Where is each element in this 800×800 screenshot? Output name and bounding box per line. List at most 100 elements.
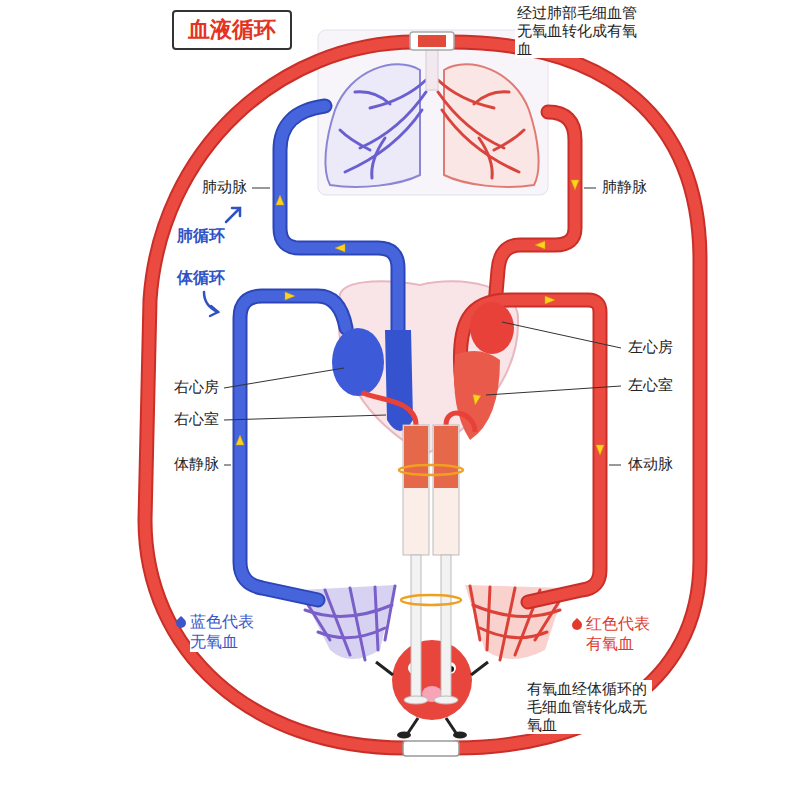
pulmonary-vein-tube (495, 112, 575, 305)
flow-arrow (276, 195, 284, 205)
rubber-band (401, 595, 461, 605)
lung-vessel (340, 130, 370, 150)
rubber-band (399, 465, 463, 475)
syringe-plunger (411, 555, 421, 697)
note-text: 经过肺部毛细血管无氧血转化成有氧血 (515, 4, 642, 58)
lung-vessel (479, 138, 492, 178)
right-lung-vessels (438, 80, 524, 178)
legend-item: 红色代表有氧血 (572, 614, 653, 654)
capillary (350, 588, 365, 660)
part-label: 肺动脉 (200, 178, 249, 196)
lung-vessel (372, 138, 385, 178)
lung-vessel (355, 92, 390, 104)
left-lung-vessels (340, 80, 426, 178)
tube-outline (145, 42, 415, 748)
pointer-arrow-head (232, 208, 240, 216)
cartoon-foot (397, 732, 411, 739)
leader-line (224, 368, 344, 388)
legend-text: 红色代表有氧血 (586, 614, 653, 654)
left-atrium (470, 302, 514, 354)
part-label: 体动脉 (626, 455, 675, 473)
part-label: 右心房 (172, 378, 221, 396)
flow-arrow (535, 241, 545, 249)
tube-outline (495, 112, 575, 305)
leader-line (224, 465, 231, 466)
cartoon-foot (453, 732, 467, 739)
part-label: 右心室 (172, 410, 221, 428)
capillary (385, 586, 395, 640)
flow-arrow (236, 435, 244, 445)
leader-line (224, 415, 386, 420)
syringe-fluid (434, 426, 458, 488)
capillary (470, 586, 480, 640)
legend-swatch (174, 616, 188, 630)
pointer-arrows (204, 208, 240, 316)
flow-arrows (236, 180, 604, 455)
cartoon-leg (446, 718, 456, 733)
capillary (480, 628, 547, 638)
circulation-label: 体循环 (175, 268, 227, 287)
plunger-end (404, 696, 428, 704)
right-ventricle (385, 330, 413, 431)
inner-tubes (240, 106, 600, 602)
part-label: 左心室 (626, 376, 675, 394)
syringe-plunger (441, 555, 451, 697)
tube-outline (450, 42, 700, 748)
capillary (487, 587, 490, 650)
syringe-fluid (404, 426, 428, 488)
capillary (375, 587, 378, 650)
note-text: 有氧血经体循环的毛细血管转化成无氧血 (525, 680, 652, 734)
capillary (500, 588, 515, 660)
tube (450, 42, 700, 748)
outer-tubes (145, 42, 700, 748)
flow-arrow (471, 394, 481, 405)
tube-clamp (410, 32, 454, 50)
left-ventricle (454, 351, 500, 440)
cartoon-body (392, 640, 472, 720)
legend-swatch (570, 618, 584, 632)
left-lung (325, 64, 420, 187)
capillary (318, 628, 385, 638)
flow-arrow (545, 296, 555, 304)
tube-outline (460, 300, 600, 602)
vena-cava-tube (240, 296, 346, 600)
leader-line (486, 386, 621, 395)
leader-line (584, 188, 596, 189)
leader-lines (224, 188, 621, 465)
legend-item: 蓝色代表无氧血 (176, 612, 257, 652)
capillary (325, 590, 350, 655)
cartoon-arm (471, 662, 488, 675)
tube-clamp (403, 741, 459, 756)
pointer-arrow-head (210, 306, 218, 316)
syringe-tube (362, 392, 416, 425)
tube-clamp-core (418, 35, 446, 47)
flow-arrow (285, 292, 295, 300)
capillary (473, 605, 560, 616)
aorta-tube (460, 300, 600, 602)
tube-outline (240, 296, 346, 600)
leader-line (252, 188, 270, 189)
part-label: 左心房 (626, 338, 675, 356)
part-label: 体静脉 (172, 455, 221, 473)
plunger-end (434, 696, 458, 704)
flow-arrow (571, 180, 579, 190)
lung-vessel (494, 130, 524, 150)
right-atrium (332, 328, 384, 396)
right-lung (444, 64, 539, 187)
flow-arrow (596, 445, 604, 455)
lung-vessel (474, 92, 509, 104)
syringe-barrel (403, 425, 429, 555)
leader-line (609, 465, 621, 466)
syringe-barrel (433, 425, 459, 555)
leader-line (502, 322, 621, 348)
part-label: 肺静脉 (600, 178, 649, 196)
pointer-arrow (226, 208, 240, 222)
cartoon-arm (376, 662, 393, 675)
title-box: 血液循环 (172, 10, 292, 50)
legend-text: 蓝色代表无氧血 (190, 612, 257, 652)
circulation-label: 肺循环 (175, 226, 227, 245)
cartoon-leg (408, 718, 418, 733)
